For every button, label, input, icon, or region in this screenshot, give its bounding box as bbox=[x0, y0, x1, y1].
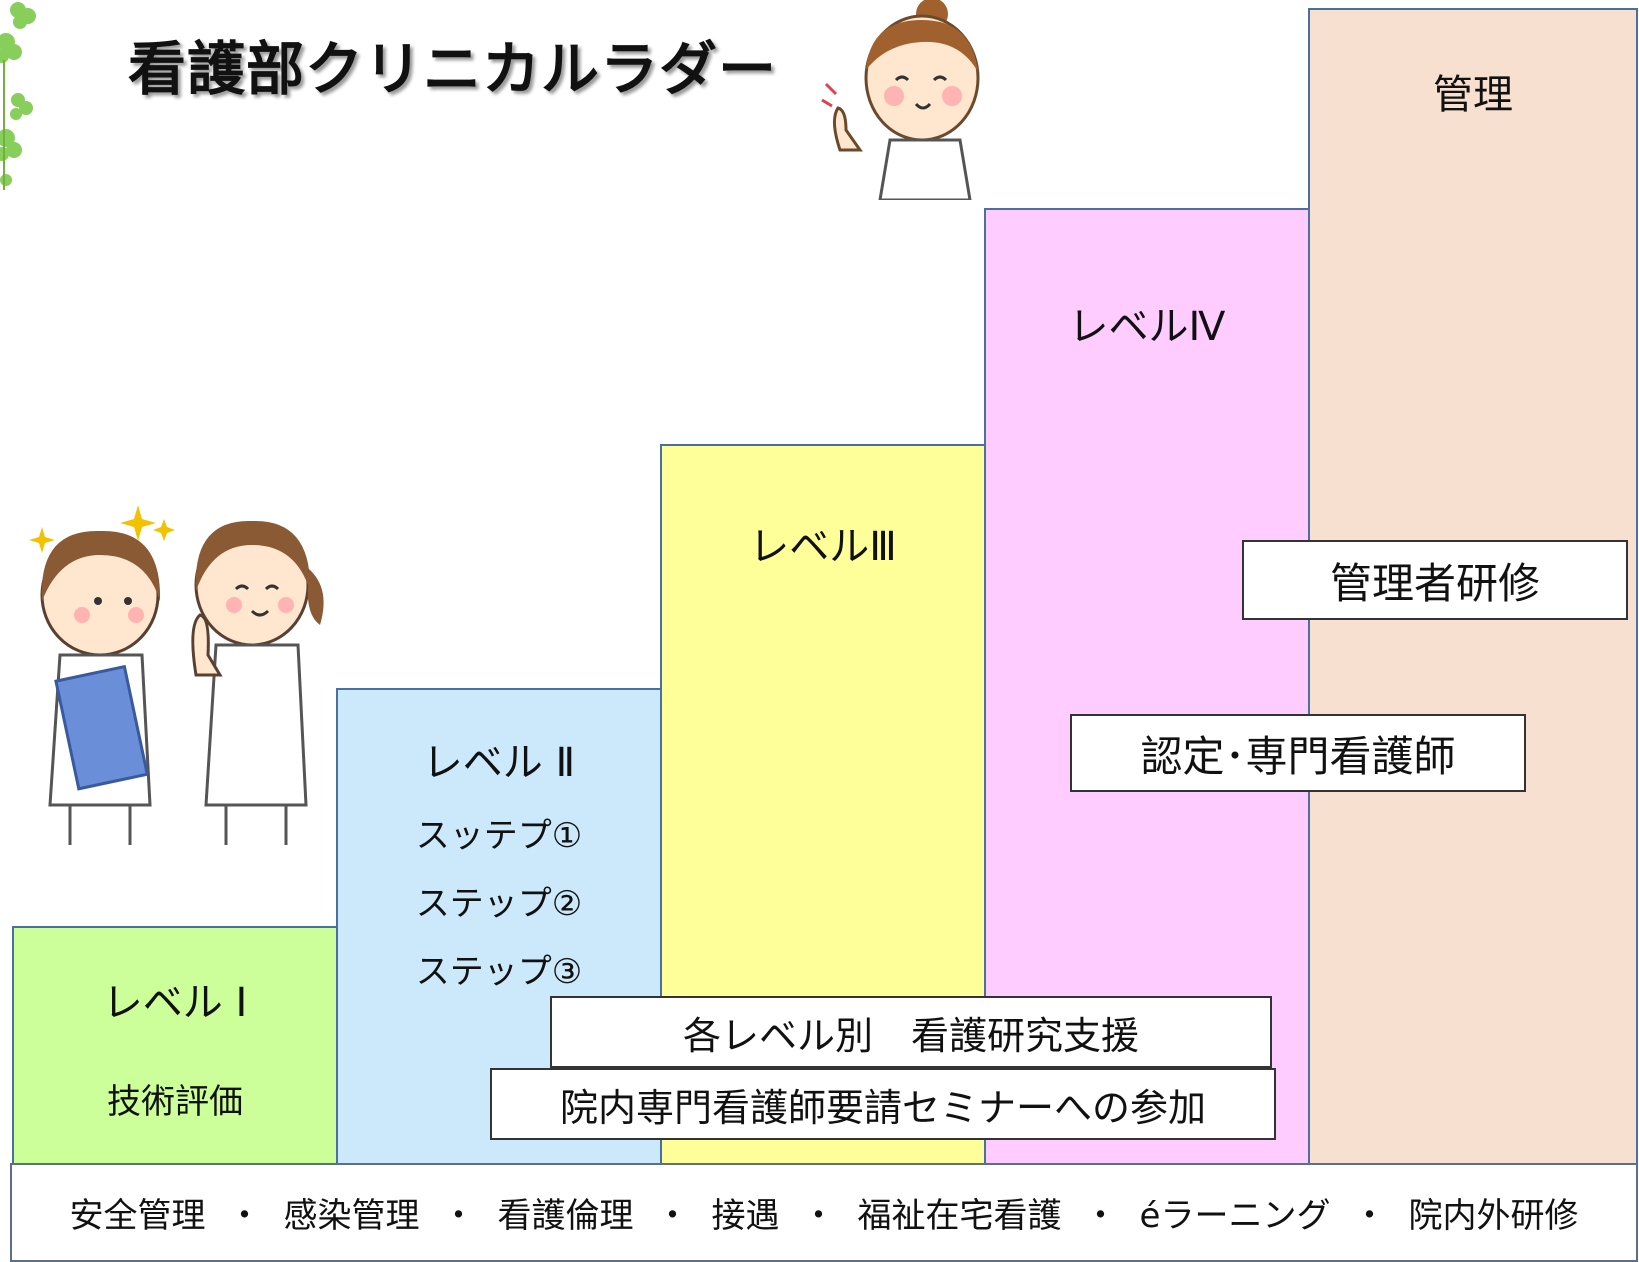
management-label: 管理 bbox=[1433, 72, 1513, 118]
separator: ・ bbox=[1352, 1196, 1387, 1236]
level-3-label: レベルⅢ bbox=[749, 524, 897, 570]
separator: ・ bbox=[801, 1196, 836, 1236]
bottom-item: 院内外研修 bbox=[1408, 1196, 1579, 1236]
level-2-step-2: ステップ② bbox=[415, 884, 583, 924]
two-nurses-icon bbox=[29, 505, 324, 845]
separator: ・ bbox=[1083, 1196, 1118, 1236]
common-training-bar: 安全管理 ・ 感染管理 ・ 看護倫理 ・ 接遇 ・ 福祉在宅看護 ・ éラーニン… bbox=[10, 1163, 1638, 1262]
bottom-item: éラーニング bbox=[1139, 1196, 1331, 1236]
bottom-item: 安全管理 bbox=[69, 1196, 206, 1236]
level-2-step-3: ステップ③ bbox=[415, 952, 583, 992]
separator: ・ bbox=[227, 1196, 262, 1236]
clover-decoration-icon bbox=[0, 2, 36, 190]
nurse-pointing-icon bbox=[821, 0, 980, 200]
level-1-sub: 技術評価 bbox=[107, 1082, 243, 1122]
level-2-step-1: スッテプ① bbox=[415, 816, 583, 856]
level-4-label: レベルⅣ bbox=[1068, 304, 1226, 350]
bottom-item: 接遇 bbox=[711, 1196, 780, 1236]
page-title: 看護部クリニカルラダー bbox=[128, 35, 778, 103]
level-2-label: レベル Ⅱ bbox=[422, 740, 576, 786]
separator: ・ bbox=[655, 1196, 690, 1236]
bottom-item: 感染管理 bbox=[283, 1196, 420, 1236]
separator: ・ bbox=[441, 1196, 476, 1236]
seminar-box: 院内専門看護師要請セミナーへの参加 bbox=[490, 1068, 1276, 1140]
manager-training-box: 管理者研修 bbox=[1242, 540, 1628, 620]
bottom-item: 福祉在宅看護 bbox=[857, 1196, 1062, 1236]
research-support-box: 各レベル別 看護研究支援 bbox=[550, 996, 1272, 1068]
level-1-label: レベル Ⅰ bbox=[102, 980, 248, 1026]
level-1-column: レベル Ⅰ 技術評価 bbox=[12, 926, 338, 1166]
bottom-item: 看護倫理 bbox=[497, 1196, 634, 1236]
certified-nurse-box: 認定･専門看護師 bbox=[1070, 714, 1526, 792]
